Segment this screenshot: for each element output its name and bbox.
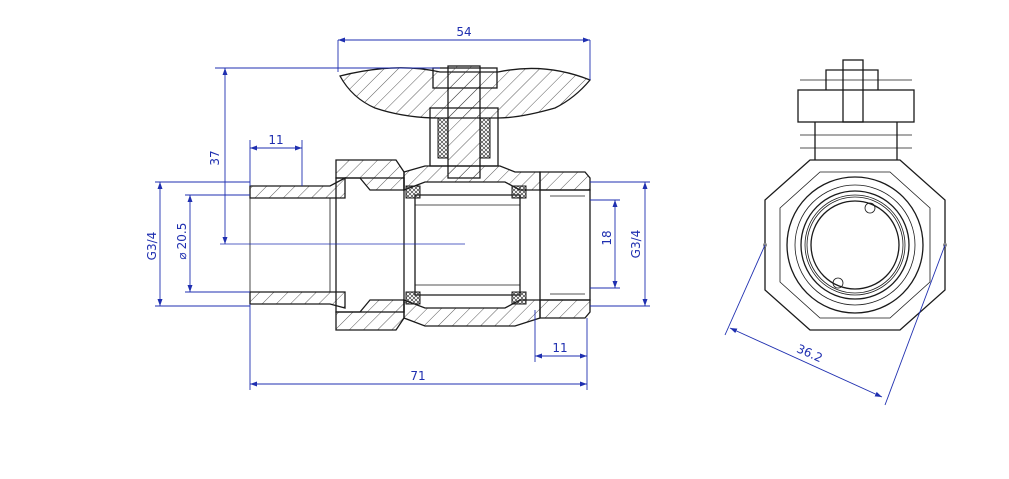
seat-left-top — [405, 185, 421, 199]
ball — [414, 194, 521, 296]
dim-hex-across-corners: 36.2 — [795, 342, 825, 366]
dim-right-inner: 18 — [600, 230, 614, 245]
dimensions-side: 54 37 11 G3/4 ⌀ 20.5 18 G3/4 — [145, 25, 650, 390]
end-outer-ring — [786, 176, 924, 314]
hex-body — [764, 159, 946, 331]
dim-height: 37 — [208, 150, 222, 165]
union-nut-top — [335, 159, 405, 191]
side-section-view — [220, 65, 592, 331]
dim-overall-length: 71 — [410, 369, 425, 383]
seat-right-top — [511, 185, 527, 199]
dim-bore-diameter: 20.5 — [175, 223, 189, 250]
dim-left-thread: G3/4 — [145, 232, 159, 261]
dim-handle-width: 54 — [456, 25, 471, 39]
dim-bore-diameter-symbol: ⌀ — [175, 252, 189, 259]
stem-seal-right — [479, 117, 491, 159]
right-end-bottom — [539, 299, 591, 319]
left-tailpiece-bottom — [249, 291, 346, 309]
left-tailpiece — [249, 176, 346, 199]
end-view: 36.2 — [724, 59, 947, 406]
stem — [447, 65, 481, 179]
right-end-top — [539, 171, 591, 191]
end-handle — [797, 89, 915, 123]
union-nut-bottom — [335, 299, 405, 331]
dim-left-thread-length: 11 — [268, 133, 283, 147]
seat-left-bottom — [405, 291, 421, 305]
dim-right-thread: G3/4 — [629, 230, 643, 259]
seat-right-bottom — [511, 291, 527, 305]
end-bore — [810, 200, 900, 290]
stem-seal-left — [437, 117, 449, 159]
dim-right-thread-length: 11 — [552, 341, 567, 355]
